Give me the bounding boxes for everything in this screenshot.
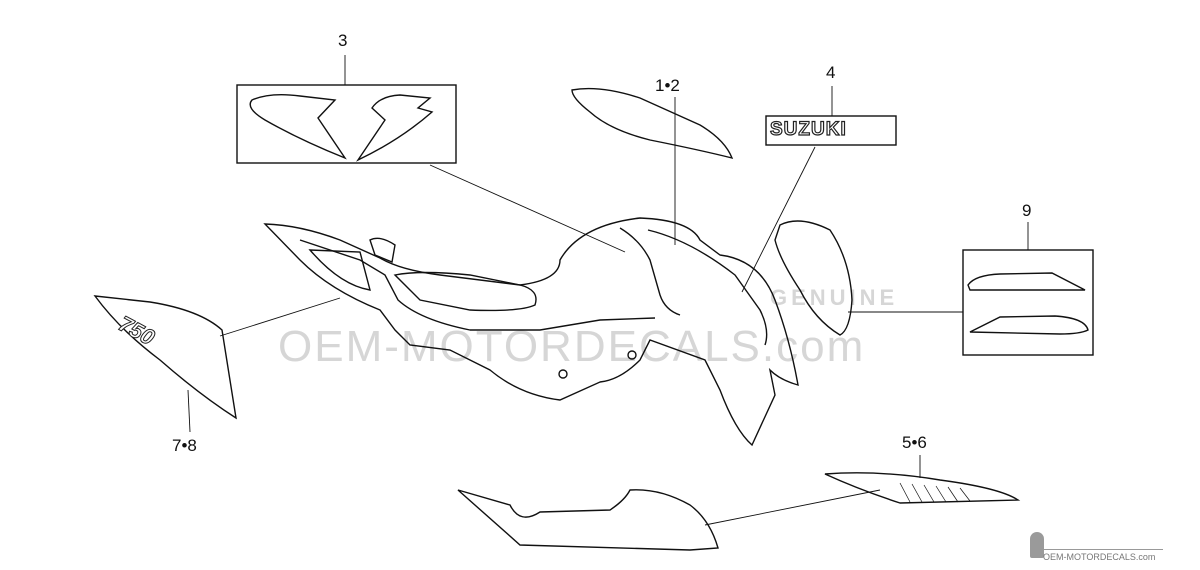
lower-fairing-panel	[457, 489, 719, 551]
footer-logo-text: OEM-MOTORDECALS.com	[1043, 552, 1156, 562]
part-3-right-decal	[355, 94, 434, 162]
callout-part-5-6: 5•6	[902, 433, 927, 452]
part-3-left-decal	[249, 93, 347, 160]
part-3-box	[236, 84, 457, 164]
part-9-box	[962, 249, 1094, 356]
leader-lines	[187, 55, 1029, 526]
motorcycle-outline	[263, 217, 853, 447]
callout-part-9: 9	[1022, 201, 1032, 220]
watermark-text: OEM-MOTORDECALS.com	[278, 322, 866, 371]
part-7-8-decal	[93, 295, 237, 420]
part-1-2-decal	[571, 87, 734, 160]
suzuki-logo-decal: SUZUKI	[769, 118, 847, 140]
footer-logo-rule	[1040, 549, 1163, 550]
part-9-lower-decal	[969, 315, 1089, 335]
part-9-upper-decal	[967, 272, 1086, 291]
callout-part-3: 3	[338, 31, 348, 50]
footer-logo-icon	[1030, 532, 1044, 558]
part-5-6-decal	[824, 472, 1021, 504]
callout-part-1-2: 1•2	[655, 76, 680, 95]
watermark-badge: GENUINE	[770, 285, 899, 310]
callout-part-7-8: 7•8	[172, 436, 197, 455]
part-5-6-stripes	[899, 482, 971, 503]
part-4-box	[765, 115, 897, 146]
callout-part-4: 4	[826, 63, 836, 82]
